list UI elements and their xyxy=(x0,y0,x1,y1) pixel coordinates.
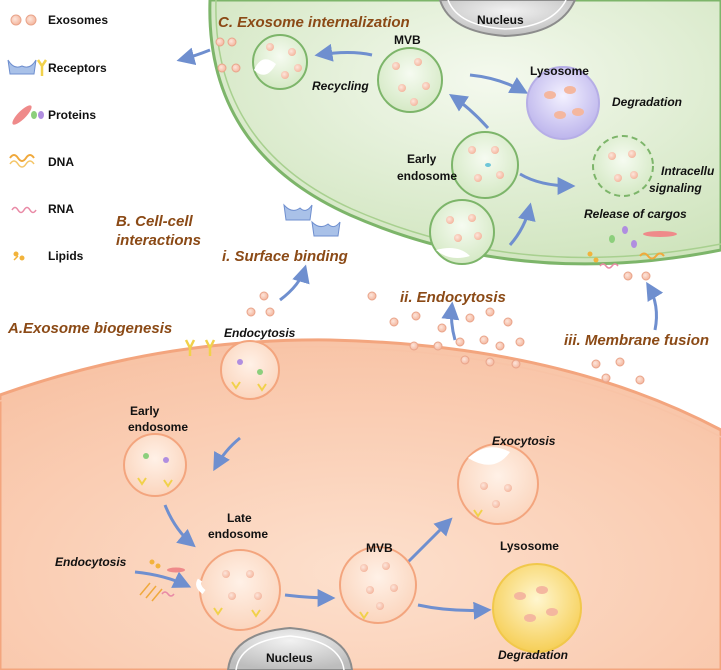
recipient-nucleus-label: Nucleus xyxy=(477,13,524,27)
donor-cell xyxy=(0,338,721,670)
arrow-surface-binding xyxy=(279,264,310,302)
lipid-icon xyxy=(13,251,25,261)
recycling-label: Recycling xyxy=(312,79,369,93)
intracellular-line2: signaling xyxy=(649,181,702,195)
membrane-fusion-label: iii. Membrane fusion xyxy=(564,332,709,349)
arrow-endosome-mvb xyxy=(449,94,490,130)
arrow-mvb-lysosome xyxy=(469,73,529,94)
mvb-vesicle-donor xyxy=(339,546,417,624)
arrow-out-recycling xyxy=(176,47,211,65)
recipient-early-endosome-line1: Early xyxy=(407,152,437,166)
recipient-lysosome-label: Lysosome xyxy=(530,64,589,78)
surface-binding-receptors xyxy=(283,203,341,237)
release-of-cargos-label: Release of cargos xyxy=(584,207,687,221)
exocytosis-vesicle xyxy=(457,443,539,525)
recipient-cell xyxy=(208,0,721,266)
legend-label-receptors: Receptors xyxy=(48,61,107,75)
exocytosis-label: Exocytosis xyxy=(492,434,556,448)
early-endosome-recipient xyxy=(451,131,519,199)
donor-nucleus-label: Nucleus xyxy=(266,651,313,665)
arrow-endocytosis xyxy=(441,301,460,341)
late-endosome xyxy=(196,549,281,631)
early-endosome-donor xyxy=(123,433,187,497)
rna-icon xyxy=(11,206,37,214)
legend-label-exosomes: Exosomes xyxy=(48,13,108,27)
dna-icon xyxy=(9,154,35,168)
legend-label-proteins: Proteins xyxy=(48,108,96,122)
arrow-endosome-intracellular xyxy=(519,172,576,195)
exosome-icon xyxy=(10,14,37,26)
arrow-to-late-endosome xyxy=(163,504,196,548)
released-cargos xyxy=(587,226,677,269)
protein-icon xyxy=(12,105,44,125)
arrow-late-mvb xyxy=(284,588,336,607)
section-title-biogenesis: A.Exosome biogenesis xyxy=(7,320,172,337)
arrow-recycling xyxy=(314,43,373,62)
arrow-to-early-endosome xyxy=(213,436,241,472)
arrow-membrane-fusion xyxy=(646,281,664,331)
legend-label-dna: DNA xyxy=(48,155,74,169)
arrow-mvb-lysosome-donor xyxy=(417,601,492,620)
arrow-endocytosis-in xyxy=(134,570,192,588)
donor-early-endosome-line2: endosome xyxy=(128,420,188,434)
lysosome-donor xyxy=(492,563,582,653)
interactions-title-line2: interactions xyxy=(116,232,201,249)
donor-nucleus xyxy=(226,626,354,670)
endocytic-vesicle xyxy=(429,199,495,265)
endocytosis-bud xyxy=(184,339,280,400)
legend-labels: Exosomes Receptors Proteins DNA RNA Lipi… xyxy=(48,13,108,263)
incoming-cargos xyxy=(139,559,185,602)
legend xyxy=(7,14,48,261)
lysosome-recipient xyxy=(526,66,600,140)
donor-mvb-label: MVB xyxy=(366,541,393,555)
recipient-degradation-label: Degradation xyxy=(612,95,682,109)
recipient-early-endosome-line2: endosome xyxy=(397,169,457,183)
late-endosome-line2: endosome xyxy=(208,527,268,541)
arrow-endocytic-early xyxy=(508,202,536,246)
recycling-vesicle xyxy=(252,34,308,90)
late-endosome-line1: Late xyxy=(227,511,252,525)
fusion-vesicle xyxy=(592,135,654,197)
endocytosis-label: ii. Endocytosis xyxy=(400,289,506,306)
donor-degradation-label: Degradation xyxy=(498,648,568,662)
interactions-title-line1: B. Cell-cell xyxy=(116,213,194,230)
donor-endocytosis-top-label: Endocytosis xyxy=(224,326,296,340)
section-title-internalization: C. Exosome internalization xyxy=(218,14,410,31)
donor-lysosome-label: Lysosome xyxy=(500,539,559,553)
surface-binding-label: i. Surface binding xyxy=(222,248,348,265)
mvb-vesicle-recipient xyxy=(377,47,443,113)
legend-label-rna: RNA xyxy=(48,202,74,216)
recipient-mvb-label: MVB xyxy=(394,33,421,47)
donor-endocytosis-left-label: Endocytosis xyxy=(55,555,127,569)
receptor-icon xyxy=(7,59,48,76)
recipient-nucleus xyxy=(438,0,577,38)
free-exosomes xyxy=(215,37,651,385)
legend-label-lipids: Lipids xyxy=(48,249,84,263)
donor-early-endosome-line1: Early xyxy=(130,404,160,418)
intracellular-line1: Intracellu xyxy=(661,164,715,178)
arrows xyxy=(134,43,664,620)
